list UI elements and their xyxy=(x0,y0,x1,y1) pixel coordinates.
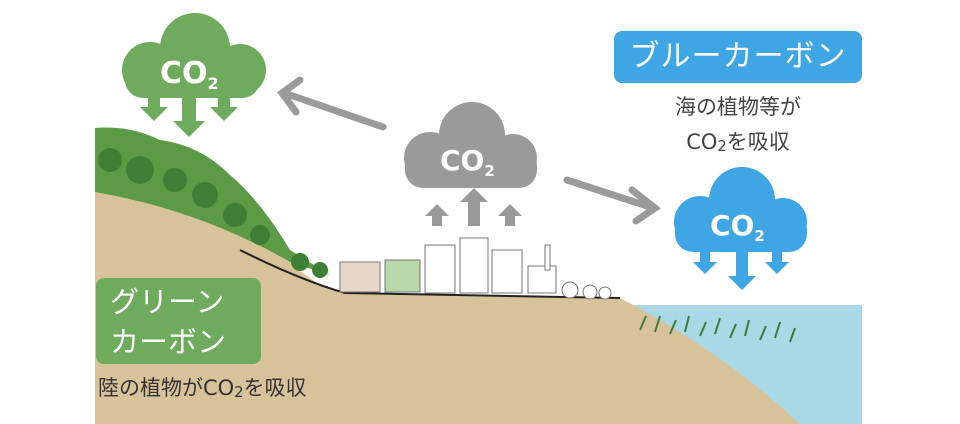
arrow-to-sea xyxy=(563,176,661,225)
gray-cloud-co2-label: CO2 xyxy=(440,144,495,180)
arrow-to-land xyxy=(277,76,387,131)
gray-co2-cloud xyxy=(404,102,537,226)
blue-caption-line2: CO2を吸収 xyxy=(620,125,856,164)
town xyxy=(339,237,612,300)
blue-cloud-co2-label: CO2 xyxy=(710,209,765,245)
green-title-line2: カーボン xyxy=(110,325,227,359)
co-text: CO xyxy=(203,376,235,400)
green-cloud-co2-label: CO2 xyxy=(160,56,219,93)
blue-caption-line1: 海の植物等が xyxy=(675,95,801,119)
green-co2-cloud xyxy=(122,13,266,137)
subscript-2: 2 xyxy=(717,138,727,156)
green-carbon-caption: 陸の植物がCO2を吸収 xyxy=(98,372,307,402)
caption-prefix: 陸の植物が xyxy=(98,376,203,400)
blue-carbon-caption: 海の植物等が CO2を吸収 xyxy=(620,90,856,164)
green-carbon-badge: グリーン カーボン xyxy=(96,278,261,364)
green-title-line1: グリーン xyxy=(110,285,225,319)
absorb-text: を吸収 xyxy=(726,130,790,154)
blue-carbon-badge: ブルーカーボン xyxy=(614,31,862,83)
subscript-2: 2 xyxy=(234,384,244,402)
co-text: CO xyxy=(686,130,718,154)
blue-co2-cloud xyxy=(674,167,807,290)
seagrass xyxy=(639,315,796,343)
trees xyxy=(98,148,328,278)
absorb-text: を吸収 xyxy=(243,376,307,400)
soil-ground xyxy=(95,190,800,424)
